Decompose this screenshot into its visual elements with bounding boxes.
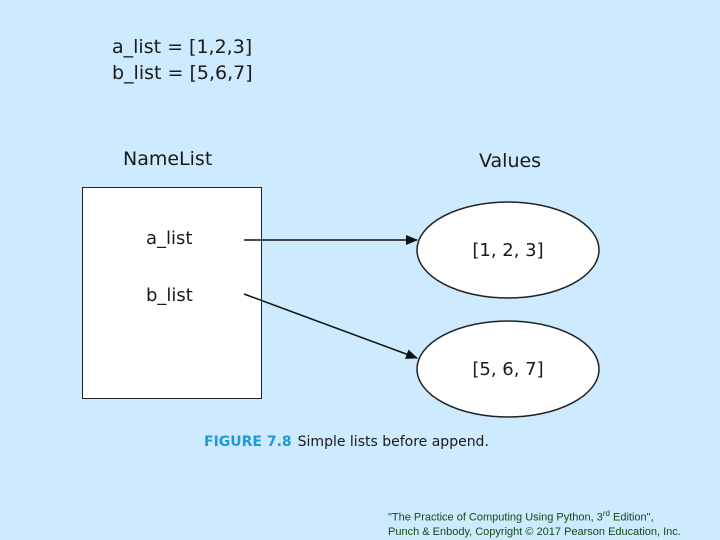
namelist-item-b-list: b_list [146,285,193,306]
code-line-a-list: a_list = [1,2,3] [112,36,253,58]
namelist-heading: NameList [123,148,213,170]
figure-caption: FIGURE 7.8 Simple lists before append. [204,434,489,450]
arrow-b-list [243,293,418,359]
code-block: a_list = [1,2,3] b_list = [5,6,7] [112,34,253,86]
figure-label: FIGURE 7.8 [204,434,292,450]
namelist-item-a-list: a_list [146,228,193,249]
credit-line-1: "The Practice of Computing Using Python,… [388,507,681,525]
values-heading: Values [479,150,542,172]
value-text-a: [1, 2, 3] [472,240,544,261]
figure-caption-text: Simple lists before append. [297,434,489,450]
code-line-b-list: b_list = [5,6,7] [112,62,253,84]
namelist-box [82,187,262,399]
copyright-credit: "The Practice of Computing Using Python,… [388,507,681,539]
credit-title-start: "The Practice of Computing Using Python,… [388,511,603,524]
credit-edition-sup: rd [602,509,610,518]
credit-line-2: Punch & Enbody, Copyright © 2017 Pearson… [388,525,681,538]
credit-title-end: Edition", [609,511,654,524]
value-text-b: [5, 6, 7] [472,359,544,380]
